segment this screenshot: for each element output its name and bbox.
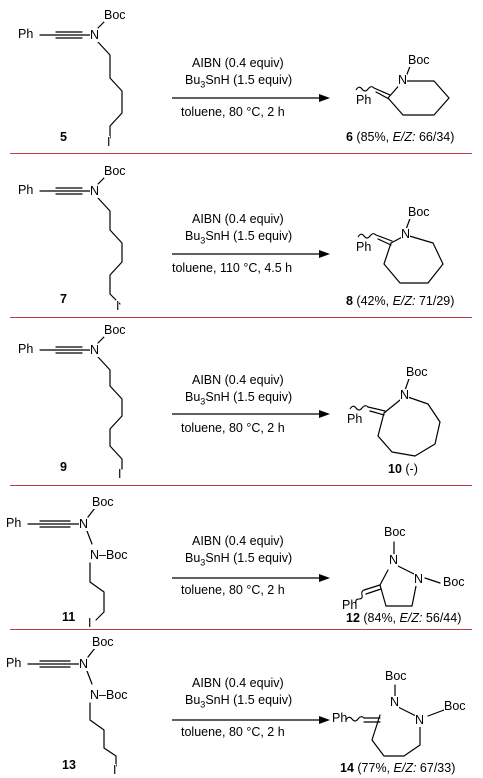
iodine-label: I bbox=[88, 616, 92, 630]
phenyl-label: Ph bbox=[18, 183, 34, 197]
reagent-aibn: AIBN (0.4 equiv) bbox=[192, 373, 284, 387]
nitrogen-label: N bbox=[79, 517, 89, 531]
nitrogen-label: N bbox=[90, 28, 100, 42]
reagent-tin-hydride: Bu3SnH (1.5 equiv) bbox=[185, 73, 293, 90]
phenyl-label: Ph bbox=[347, 412, 363, 426]
boc-label: Boc bbox=[443, 575, 465, 589]
nitrogen-label: N bbox=[389, 553, 399, 567]
reagent-tin-hydride: Bu3SnH (1.5 equiv) bbox=[185, 229, 293, 246]
reagent-aibn: AIBN (0.4 equiv) bbox=[192, 676, 284, 690]
scheme-divider bbox=[10, 153, 472, 154]
product-label: 10 (-) bbox=[388, 462, 418, 476]
boc-label: Boc bbox=[92, 635, 114, 649]
phenyl-label: Ph bbox=[356, 93, 372, 107]
reaction-scheme-4: Ph N Boc N–Boc I 11 AIBN (0.4 equiv) Bu3… bbox=[0, 486, 483, 630]
boc-label: Boc bbox=[104, 164, 126, 178]
boc-label: Boc bbox=[406, 365, 428, 379]
nitrogen-label: N bbox=[79, 657, 89, 671]
nitrogen-label: N bbox=[400, 388, 410, 402]
phenyl-label: Ph bbox=[6, 656, 22, 670]
reaction-5-structures bbox=[27, 647, 445, 767]
product-label: 14 (77%, E/Z: 67/33) bbox=[340, 761, 456, 775]
phenyl-label: Ph bbox=[342, 598, 358, 612]
nitrogen-label: N bbox=[390, 695, 400, 709]
scheme-divider bbox=[10, 485, 472, 486]
substrate-label: 11 bbox=[62, 610, 76, 624]
reagent-aibn: AIBN (0.4 equiv) bbox=[192, 534, 284, 548]
substrate-label: 7 bbox=[60, 292, 67, 306]
reaction-conditions: toluene, 80 °C, 2 h bbox=[181, 421, 285, 435]
product-label: 6 (85%, E/Z: 66/34) bbox=[346, 130, 455, 144]
iodine-label: I bbox=[116, 299, 120, 313]
nitrogen-label: N bbox=[90, 184, 100, 198]
phenyl-label: Ph bbox=[6, 516, 22, 530]
reagent-tin-hydride: Bu3SnH (1.5 equiv) bbox=[185, 693, 293, 710]
nitrogen-boc-label: N–Boc bbox=[90, 548, 128, 562]
reaction-scheme-2: Ph N Boc I 7 AIBN (0.4 equiv) Bu3SnH (1.… bbox=[0, 156, 483, 316]
reaction-scheme-5: Ph N Boc N–Boc I 13 AIBN (0.4 equiv) Bu3… bbox=[0, 630, 483, 778]
boc-label: Boc bbox=[408, 53, 430, 67]
reaction-3-structures bbox=[39, 334, 441, 470]
boc-label: Boc bbox=[408, 205, 430, 219]
substrate-label: 5 bbox=[60, 130, 67, 144]
scheme-divider bbox=[10, 629, 472, 630]
iodine-label: I bbox=[107, 135, 111, 149]
reagent-tin-hydride: Bu3SnH (1.5 equiv) bbox=[185, 551, 293, 568]
substrate-label: 13 bbox=[62, 758, 76, 772]
iodine-label: I bbox=[113, 763, 117, 777]
boc-label: Boc bbox=[385, 669, 407, 683]
reaction-conditions: toluene, 110 °C, 4.5 h bbox=[172, 261, 293, 275]
reagent-tin-hydride: Bu3SnH (1.5 equiv) bbox=[185, 390, 293, 407]
nitrogen-label: N bbox=[398, 73, 408, 87]
scheme-divider bbox=[10, 317, 472, 318]
phenyl-label: Ph bbox=[356, 240, 372, 254]
phenyl-label: Ph bbox=[18, 27, 34, 41]
boc-label: Boc bbox=[104, 323, 126, 337]
product-label: 8 (42%, E/Z: 71/29) bbox=[346, 294, 455, 308]
nitrogen-label: N bbox=[90, 343, 100, 357]
reaction-conditions: toluene, 80 °C, 2 h bbox=[181, 105, 285, 119]
nitrogen-label: N bbox=[414, 572, 424, 586]
nitrogen-boc-label: N–Boc bbox=[90, 688, 128, 702]
boc-label: Boc bbox=[92, 495, 114, 509]
nitrogen-label: N bbox=[401, 227, 411, 241]
iodine-label: I bbox=[118, 467, 122, 481]
reagent-aibn: AIBN (0.4 equiv) bbox=[192, 212, 284, 226]
reaction-2-structures bbox=[39, 175, 444, 305]
reaction-conditions: toluene, 80 °C, 2 h bbox=[181, 583, 285, 597]
reaction-conditions: toluene, 80 °C, 2 h bbox=[181, 725, 285, 739]
reagent-aibn: AIBN (0.4 equiv) bbox=[192, 56, 284, 70]
boc-label: Boc bbox=[444, 699, 466, 713]
product-label: 12 (84%, E/Z: 56/44) bbox=[346, 611, 462, 625]
substrate-label: 9 bbox=[60, 460, 67, 474]
nitrogen-label: N bbox=[415, 713, 425, 727]
reaction-scheme-1: Ph N Boc I 5 AIBN (0.4 equiv) Bu3SnH (1.… bbox=[0, 0, 483, 152]
boc-label: Boc bbox=[104, 8, 126, 22]
reaction-scheme-3: Ph N Boc I 9 AIBN (0.4 equiv) Bu3SnH (1.… bbox=[0, 318, 483, 484]
boc-label: Boc bbox=[384, 525, 406, 539]
phenyl-label: Ph bbox=[332, 711, 348, 725]
phenyl-label: Ph bbox=[18, 342, 34, 356]
